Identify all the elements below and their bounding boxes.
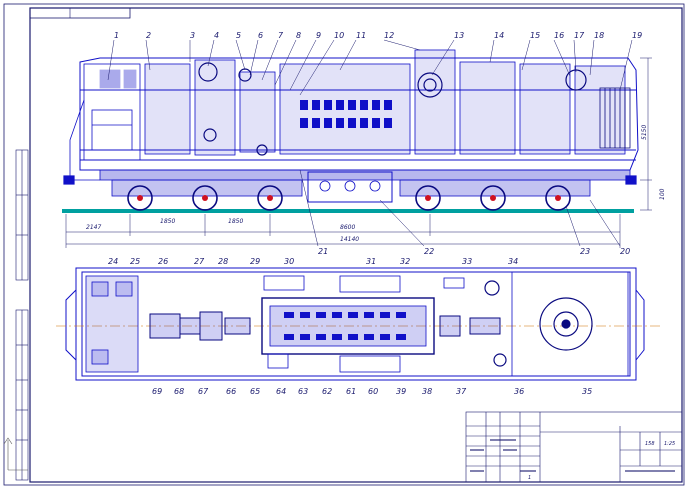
title-mass: 158 bbox=[645, 441, 655, 447]
callout-37: 37 bbox=[456, 387, 467, 396]
side-cab bbox=[69, 63, 141, 181]
callout-6: 6 bbox=[258, 31, 263, 40]
callout-32: 32 bbox=[400, 257, 410, 266]
callout-29: 29 bbox=[250, 257, 260, 266]
side-machinery bbox=[144, 49, 626, 156]
dimension-small-height: 100 bbox=[659, 188, 666, 200]
dimension-8600: 8600 bbox=[340, 224, 355, 231]
callout-28: 28 bbox=[218, 257, 228, 266]
left-margin-strip bbox=[15, 149, 29, 481]
callout-4: 4 bbox=[214, 31, 219, 40]
callout-62: 62 bbox=[322, 387, 332, 396]
title-sheet-number: 1 bbox=[528, 475, 531, 481]
callout-1: 1 bbox=[114, 31, 119, 40]
callout-64: 64 bbox=[276, 387, 286, 396]
text-labels: 1 2 3 4 5 6 7 8 9 10 11 12 13 14 15 16 1… bbox=[86, 31, 675, 481]
callout-17: 17 bbox=[574, 31, 585, 40]
dimension-height: 5150 bbox=[641, 125, 648, 140]
dimension-1850a: 1850 bbox=[160, 218, 175, 225]
dimension-1850b: 1850 bbox=[228, 218, 243, 225]
callout-21: 21 bbox=[318, 247, 328, 256]
callout-69: 69 bbox=[152, 387, 162, 396]
callout-23: 23 bbox=[580, 247, 590, 256]
callout-65: 65 bbox=[250, 387, 260, 396]
callout-33: 33 bbox=[462, 257, 472, 266]
callout-20: 20 bbox=[620, 247, 630, 256]
plan-cab bbox=[85, 275, 139, 373]
callout-8: 8 bbox=[296, 31, 301, 40]
dimension-14140: 14140 bbox=[340, 236, 359, 243]
callout-24: 24 bbox=[108, 257, 118, 266]
plan-engine bbox=[261, 297, 435, 355]
side-frame bbox=[99, 169, 631, 181]
ucs-axis-icon bbox=[3, 437, 28, 471]
callout-7: 7 bbox=[278, 31, 284, 40]
callout-61: 61 bbox=[346, 387, 356, 396]
plan-view bbox=[56, 267, 660, 381]
top-stamp-box bbox=[29, 7, 131, 19]
callout-leaders bbox=[107, 39, 633, 247]
callout-13: 13 bbox=[454, 31, 464, 40]
callout-22: 22 bbox=[424, 247, 434, 256]
callout-27: 27 bbox=[194, 257, 205, 266]
bogie-right bbox=[399, 179, 591, 211]
callout-14: 14 bbox=[494, 31, 504, 40]
plan-equipment bbox=[263, 271, 629, 377]
title-block-fill bbox=[470, 439, 675, 472]
callout-2: 2 bbox=[146, 31, 151, 40]
inner-frame bbox=[29, 7, 683, 483]
side-couplers bbox=[63, 175, 637, 185]
rail-line bbox=[62, 209, 634, 213]
side-view bbox=[62, 49, 639, 213]
callout-36: 36 bbox=[514, 387, 524, 396]
side-engine-cylinders bbox=[300, 100, 392, 128]
callout-66: 66 bbox=[226, 387, 236, 396]
callout-18: 18 bbox=[594, 31, 604, 40]
callout-67: 67 bbox=[198, 387, 209, 396]
callout-34: 34 bbox=[508, 257, 518, 266]
callout-30: 30 bbox=[284, 257, 294, 266]
callout-63: 63 bbox=[298, 387, 308, 396]
callout-26: 26 bbox=[158, 257, 168, 266]
callout-12: 12 bbox=[384, 31, 394, 40]
outer-border bbox=[3, 3, 685, 486]
callout-3: 3 bbox=[190, 31, 195, 40]
plan-body-outline bbox=[65, 267, 645, 381]
plan-fan bbox=[484, 280, 593, 367]
callout-5: 5 bbox=[236, 31, 241, 40]
side-radiator bbox=[599, 87, 631, 149]
dimension-2147: 2147 bbox=[86, 224, 101, 231]
title-block-lines bbox=[465, 411, 683, 483]
callout-19: 19 bbox=[632, 31, 642, 40]
callout-68: 68 bbox=[174, 387, 184, 396]
bogie-left bbox=[111, 179, 303, 211]
callout-10: 10 bbox=[334, 31, 344, 40]
callout-25: 25 bbox=[130, 257, 140, 266]
plan-shafts bbox=[149, 311, 501, 341]
callout-11: 11 bbox=[356, 31, 366, 40]
callout-16: 16 bbox=[554, 31, 564, 40]
title-scale: 1:25 bbox=[664, 441, 675, 447]
side-dimension-lines bbox=[65, 57, 652, 248]
callout-39: 39 bbox=[396, 387, 406, 396]
callout-31: 31 bbox=[366, 257, 376, 266]
callout-9: 9 bbox=[316, 31, 321, 40]
fuel-tank bbox=[307, 171, 393, 203]
callout-15: 15 bbox=[530, 31, 540, 40]
callout-35: 35 bbox=[582, 387, 592, 396]
side-round-parts bbox=[198, 62, 587, 156]
callout-60: 60 bbox=[368, 387, 378, 396]
callout-38: 38 bbox=[422, 387, 432, 396]
